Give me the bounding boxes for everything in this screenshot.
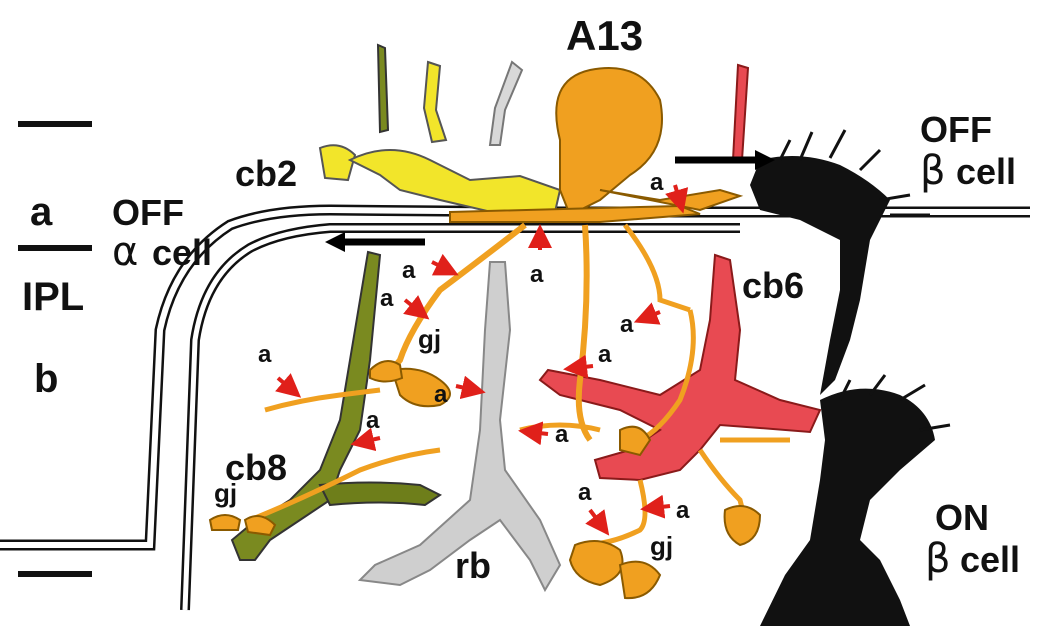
label-a: a	[434, 381, 448, 408]
red-arrow	[432, 262, 448, 270]
signal-arrow-left	[325, 232, 425, 252]
signal-arrow-right	[675, 150, 775, 170]
label-a: a	[555, 421, 569, 448]
cb2-cell	[320, 62, 560, 214]
label-a: a	[402, 257, 416, 284]
red-arrow	[652, 506, 670, 508]
cb6-label: cb6	[742, 265, 804, 306]
off-beta-label-line1: OFF	[920, 109, 992, 150]
red-arrow	[405, 300, 420, 312]
label-a: a	[650, 169, 664, 196]
red-arrow	[575, 366, 593, 368]
off-beta-greek: β	[920, 148, 946, 194]
off-beta-label-word: cell	[956, 151, 1016, 192]
red-arrow	[530, 432, 548, 434]
cb2-label: cb2	[235, 153, 297, 194]
label-a: a	[676, 497, 690, 524]
red-arrow	[362, 438, 380, 442]
layer-label-ipl: IPL	[22, 275, 84, 319]
off-alpha-label-word: cell	[152, 232, 212, 273]
rb-cell	[360, 62, 560, 590]
layer-label-b: b	[34, 357, 58, 401]
label-a: a	[258, 341, 272, 368]
label-gj: gj	[650, 531, 673, 561]
label-a: a	[578, 479, 592, 506]
on-beta-greek: β	[925, 536, 951, 582]
label-a: a	[620, 311, 634, 338]
label-a: a	[380, 285, 394, 312]
red-arrow	[645, 312, 660, 318]
label-gj: gj	[418, 324, 441, 354]
off-beta-cell	[750, 130, 930, 395]
on-beta-label-word: cell	[960, 539, 1020, 580]
red-arrow	[456, 386, 474, 390]
title-a13: A13	[566, 12, 643, 59]
label-a: a	[530, 261, 544, 288]
rb-label: rb	[455, 545, 491, 586]
on-beta-label-line1: ON	[935, 497, 989, 538]
off-alpha-greek: α	[112, 229, 138, 275]
red-arrow	[278, 378, 292, 390]
label-a: a	[598, 341, 612, 368]
red-arrow	[590, 510, 602, 526]
label-gj: gj	[214, 478, 237, 508]
label-a: a	[366, 407, 380, 434]
off-alpha-label-line1: OFF	[112, 192, 184, 233]
layer-label-a: a	[30, 190, 53, 234]
